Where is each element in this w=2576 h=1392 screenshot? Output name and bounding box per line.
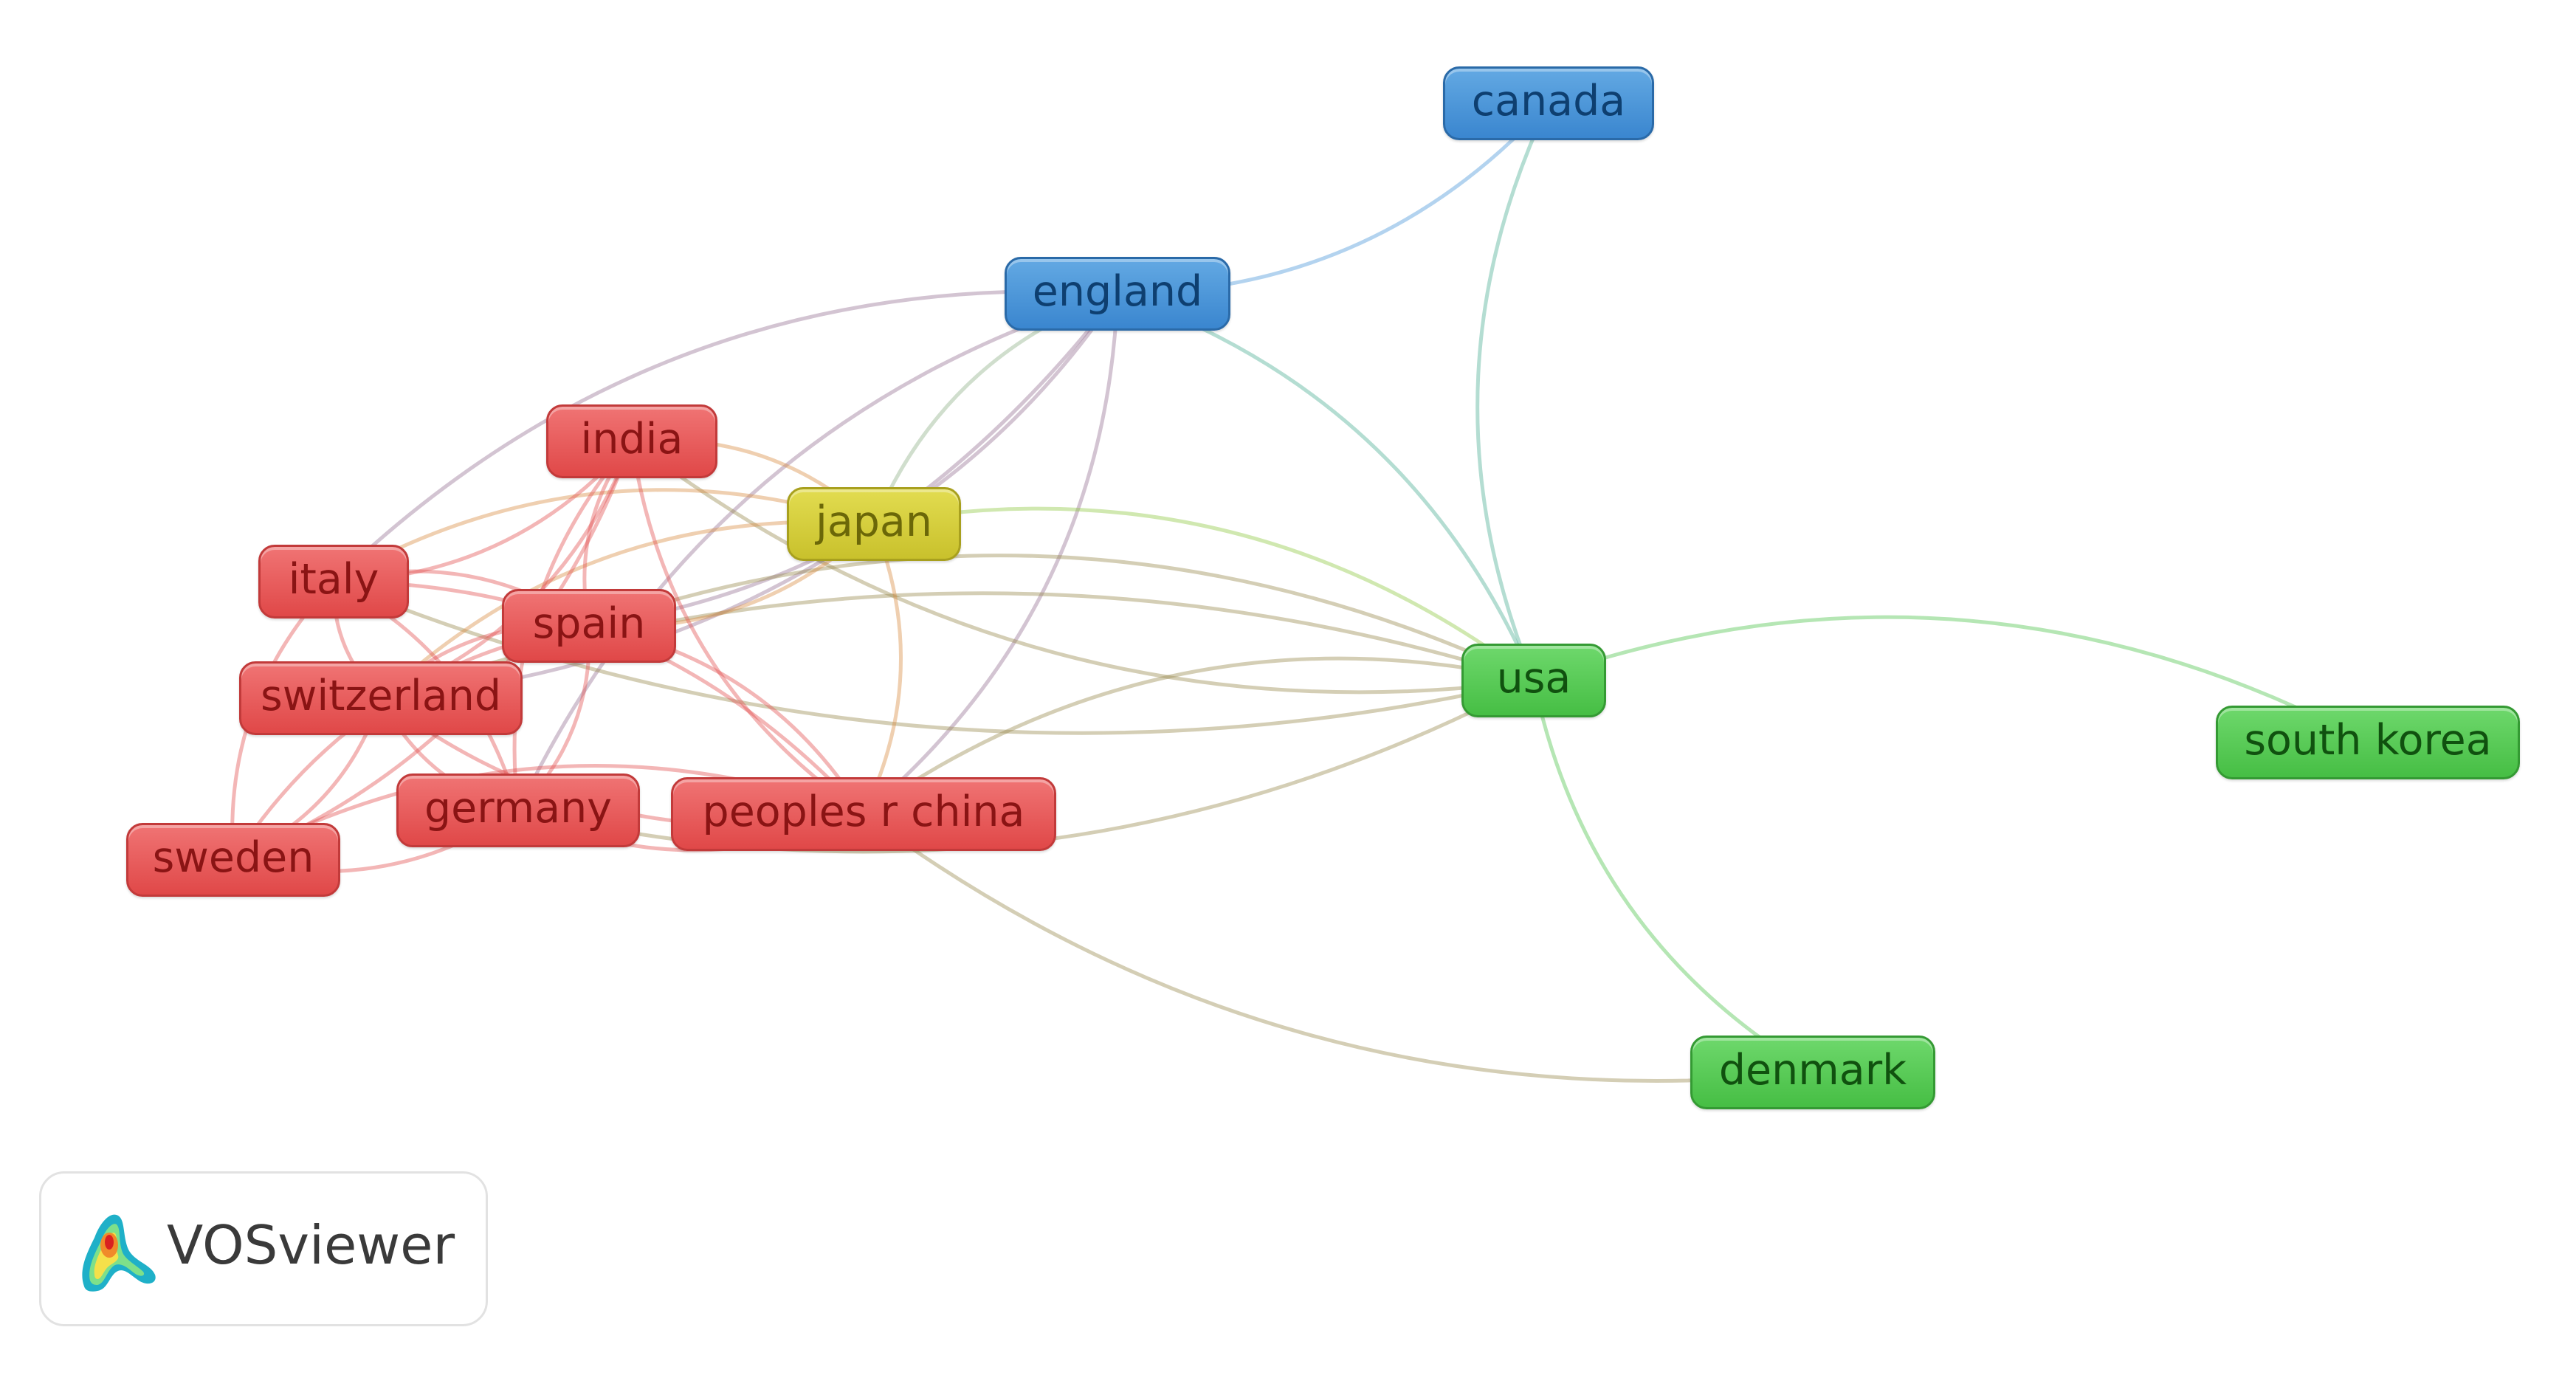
link-usa-japan: [873, 506, 1535, 682]
node-italy[interactable]: italy: [258, 545, 409, 619]
link-usa-south_korea: [1533, 615, 2369, 745]
link-england-italy: [332, 289, 1118, 583]
node-label: south korea: [2244, 715, 2492, 765]
node-label: peoples r china: [702, 787, 1025, 836]
node-label: italy: [288, 554, 379, 604]
node-peoples-r-china[interactable]: peoples r china: [671, 777, 1056, 851]
node-england[interactable]: england: [1005, 257, 1230, 331]
link-usa-spain: [588, 554, 1535, 683]
node-denmark[interactable]: denmark: [1690, 1036, 1935, 1109]
node-label: japan: [815, 497, 932, 546]
vosviewer-logo: VOSviewer: [39, 1171, 488, 1326]
link-england-germany: [516, 292, 1118, 812]
link-england-usa: [1117, 292, 1536, 681]
node-label: germany: [424, 783, 612, 833]
node-usa[interactable]: usa: [1461, 644, 1606, 717]
vosviewer-logo-text: VOSviewer: [167, 1214, 455, 1276]
node-germany[interactable]: germany: [396, 773, 640, 847]
link-canada-usa: [1475, 102, 1551, 681]
link-usa-india: [630, 440, 1535, 695]
node-switzerland[interactable]: switzerland: [239, 661, 523, 735]
node-label: switzerland: [261, 671, 501, 720]
node-canada[interactable]: canada: [1443, 66, 1654, 140]
node-sweden[interactable]: sweden: [126, 823, 340, 897]
node-spain[interactable]: spain: [502, 589, 676, 663]
link-usa-peoples_r_china: [862, 656, 1535, 816]
node-label: denmark: [1718, 1045, 1907, 1095]
node-label: sweden: [152, 833, 314, 882]
node-label: canada: [1471, 76, 1626, 125]
node-label: usa: [1496, 653, 1571, 703]
network-links: [230, 102, 2369, 1083]
node-label: india: [580, 414, 683, 464]
link-japan-peoples_r_china: [861, 523, 903, 816]
vosviewer-density-icon: [82, 1214, 156, 1292]
node-japan[interactable]: japan: [787, 487, 961, 561]
node-south-korea[interactable]: south korea: [2216, 706, 2520, 779]
link-usa-denmark: [1532, 680, 1814, 1075]
node-india[interactable]: india: [546, 404, 717, 478]
link-india-peoples_r_china: [630, 441, 865, 816]
node-label: spain: [532, 599, 646, 648]
link-denmark-peoples_r_china: [862, 812, 1814, 1083]
node-label: england: [1032, 266, 1203, 316]
link-england-peoples_r_china: [862, 293, 1120, 816]
